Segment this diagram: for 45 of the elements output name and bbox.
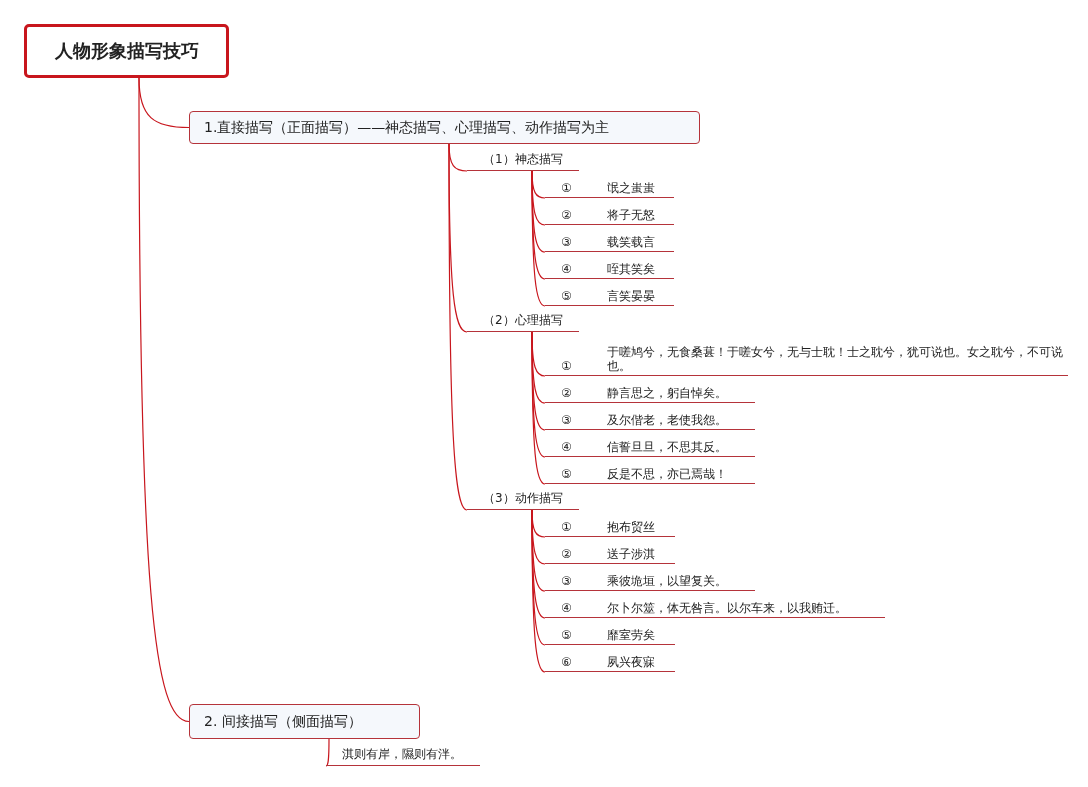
item-number: ⑤ — [560, 467, 573, 481]
item-number: ② — [560, 208, 573, 222]
item-text: 将子无怒 — [607, 208, 656, 222]
item-number: ⑥ — [560, 655, 573, 669]
item-number: ⑤ — [560, 289, 573, 303]
connector-line — [325, 738, 330, 767]
item-number: ⑤ — [560, 628, 573, 642]
item-number: ② — [560, 547, 573, 561]
item-number: ① — [560, 520, 573, 534]
connector-line — [531, 509, 546, 673]
item-text: 静言思之，躬自悼矣。 — [607, 386, 728, 400]
item-text: 载笑载言 — [607, 235, 656, 249]
underlined-branch: （1）神态描写 — [467, 151, 579, 171]
item-text: 送子涉淇 — [607, 547, 656, 561]
item-number: ④ — [560, 440, 573, 454]
connector-line — [448, 143, 468, 511]
item-number: ① — [560, 359, 573, 373]
connector-line — [531, 331, 546, 485]
connector-line — [138, 77, 190, 723]
item-text: 靡室劳矣 — [607, 628, 656, 642]
item-text: 于嗟鸠兮，无食桑葚！于嗟女兮，无与士耽！士之耽兮，犹可说也。女之耽兮，不可说也。 — [607, 345, 1064, 373]
item-text: 夙兴夜寐 — [607, 655, 656, 669]
item-text: 尔卜尔筮，体无咎言。以尔车来，以我贿迁。 — [607, 601, 848, 615]
underlined-branch: （2）心理描写 — [467, 312, 579, 332]
item-number: ③ — [560, 235, 573, 249]
topic-box: 2. 间接描写（侧面描写） — [189, 704, 420, 739]
item-text: 乘彼垝垣，以望复关。 — [607, 574, 728, 588]
item-number: ① — [560, 181, 573, 195]
topic-box: 1.直接描写（正面描写）——神态描写、心理描写、动作描写为主 — [189, 111, 700, 144]
underlined-branch: （3）动作描写 — [467, 490, 579, 510]
title-box: 人物形象描写技巧 — [24, 24, 229, 78]
item-number: ④ — [560, 262, 573, 276]
underlined-branch: 淇则有岸，隰则有泮。 — [326, 746, 480, 766]
item-text: 氓之蚩蚩 — [607, 181, 656, 195]
item-text: 抱布贸丝 — [607, 520, 656, 534]
item-number: ② — [560, 386, 573, 400]
item-number: ③ — [560, 574, 573, 588]
item-text: 言笑晏晏 — [607, 289, 656, 303]
item-number: ④ — [560, 601, 573, 615]
item-text: 反是不思，亦已焉哉！ — [607, 467, 728, 481]
item-text: 信誓旦旦，不思其反。 — [607, 440, 728, 454]
connector-line — [531, 170, 546, 307]
item-number: ③ — [560, 413, 573, 427]
item-text: 及尔偕老，老使我怨。 — [607, 413, 728, 427]
item-text: 咥其笑矣 — [607, 262, 656, 276]
